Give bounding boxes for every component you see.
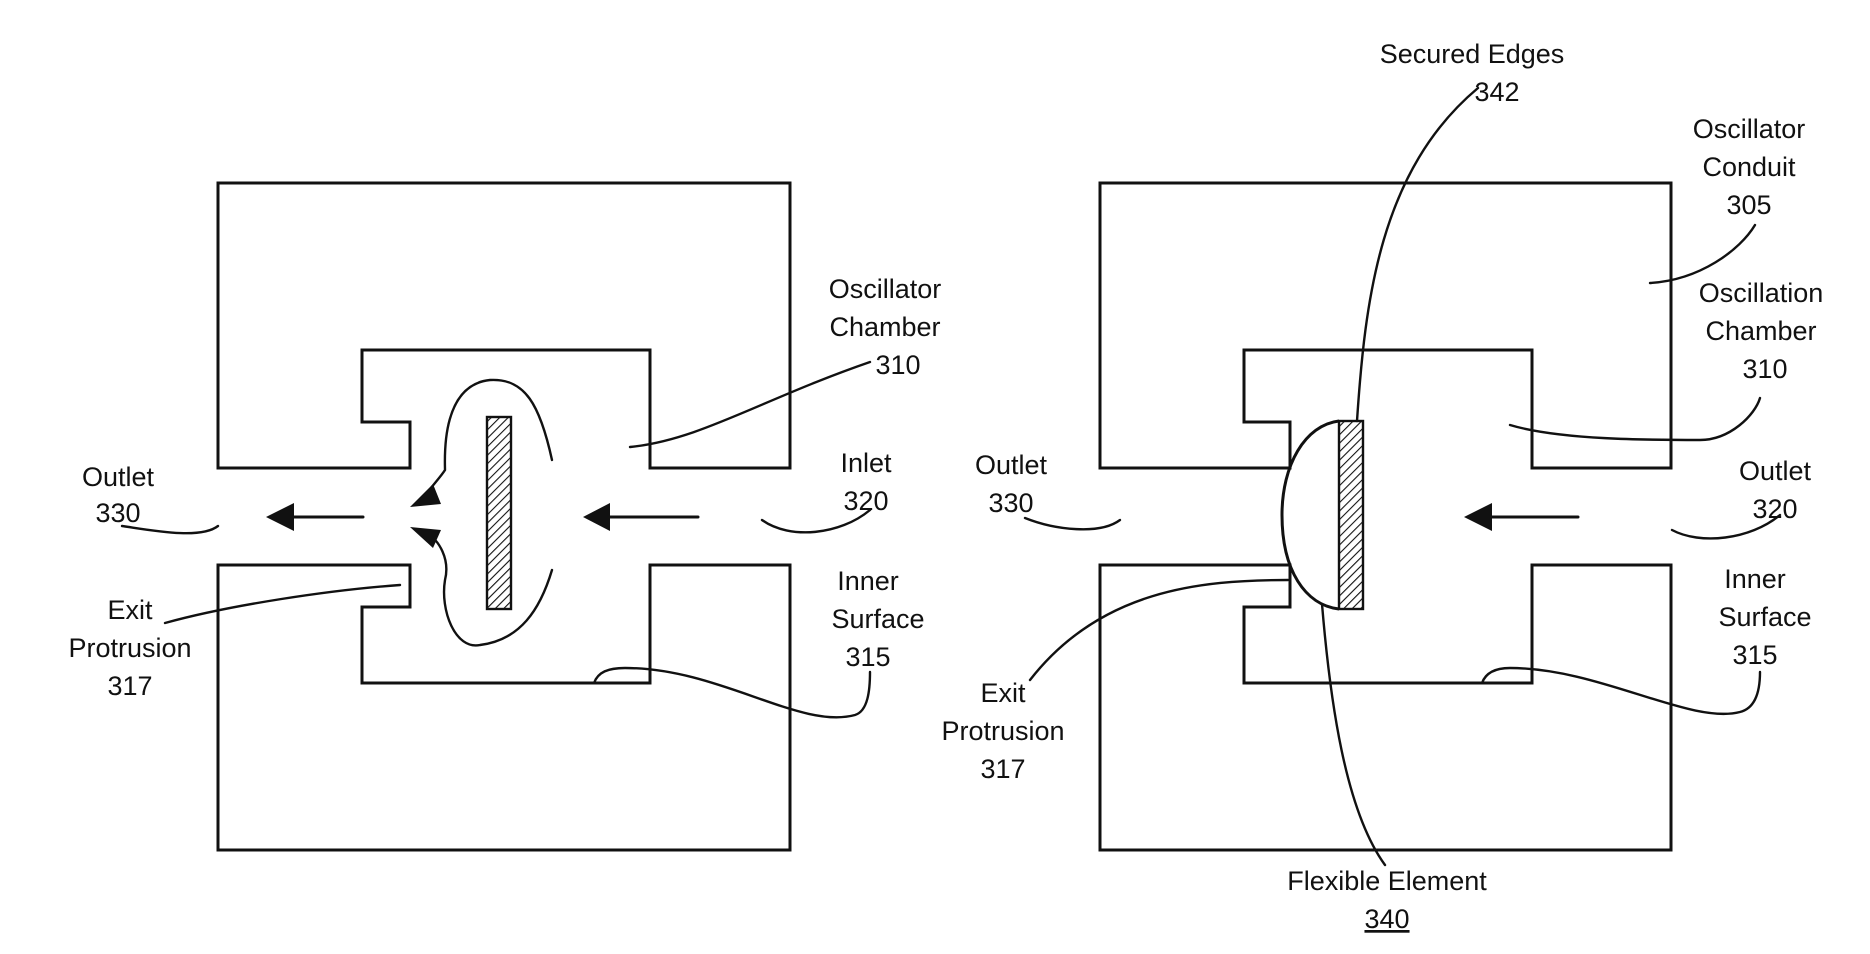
arrow-left-icon	[1464, 503, 1492, 531]
left-inner-surface-leader	[592, 666, 872, 719]
arrow-left-icon	[410, 527, 441, 548]
label-oscillation-chamber: Oscillation	[1699, 278, 1824, 308]
label-outlet-right-number: 320	[1752, 494, 1797, 524]
left-outlet-leader	[120, 524, 220, 535]
left-figure	[120, 181, 872, 852]
label-oscillation-chamber-number: 310	[1742, 354, 1787, 384]
right-conduit-leader	[1648, 223, 1757, 285]
label-exit-protrusion-number: 317	[107, 671, 152, 701]
label-inlet: Inlet	[840, 448, 892, 478]
label-inner-surface-2: Surface	[831, 604, 924, 634]
left-inlet-leader	[760, 508, 872, 534]
right-outlet-right-leader	[1670, 513, 1782, 540]
label-oscillator-conduit-number: 305	[1726, 190, 1771, 220]
left-deflection-flow-curve	[423, 378, 554, 647]
label-outlet: Outlet	[82, 462, 155, 492]
label-inner-surface: Inner	[837, 566, 899, 596]
left-chamber-leader	[628, 360, 872, 449]
label-outlet-left: Outlet	[975, 450, 1048, 480]
left-exit-protrusion-leader	[163, 583, 402, 625]
right-flexible-element-bulge	[1280, 419, 1340, 611]
label-secured-edges: Secured Edges	[1380, 39, 1565, 69]
label-inner-surface-right-number: 315	[1732, 640, 1777, 670]
right-figure	[1023, 86, 1782, 867]
label-inner-surface-right-2: Surface	[1718, 602, 1811, 632]
label-outlet-right: Outlet	[1739, 456, 1812, 486]
right-lower-housing	[1098, 563, 1673, 852]
arrow-left-icon	[266, 503, 294, 531]
right-flexible-element-bar	[1337, 419, 1365, 611]
right-outlet-left-leader	[1023, 516, 1122, 531]
right-inner-surface-leader	[1480, 666, 1762, 716]
left-upper-housing	[216, 181, 792, 470]
label-outlet-number: 330	[95, 498, 140, 528]
right-exit-protrusion-leader	[1028, 578, 1290, 682]
label-exit-protrusion-2: Protrusion	[68, 633, 191, 663]
label-oscillator-conduit-2: Conduit	[1702, 152, 1796, 182]
label-oscillator-conduit: Oscillator	[1693, 114, 1806, 144]
label-inlet-number: 320	[843, 486, 888, 516]
label-oscillator-chamber-2: Chamber	[829, 312, 940, 342]
label-flexible-element: Flexible Element	[1287, 866, 1487, 896]
label-exit-protrusion-right-2: Protrusion	[941, 716, 1064, 746]
right-flexible-element-leader	[1320, 602, 1387, 867]
label-oscillator-chamber: Oscillator	[829, 274, 942, 304]
right-chamber-leader	[1508, 396, 1762, 442]
label-exit-protrusion-right-number: 317	[980, 754, 1025, 784]
left-lower-housing	[216, 563, 792, 852]
arrow-left-icon	[583, 503, 610, 531]
label-outlet-left-number: 330	[988, 488, 1033, 518]
right-upper-housing	[1098, 181, 1673, 470]
arrow-left-icon	[410, 484, 441, 507]
label-exit-protrusion-right: Exit	[980, 678, 1026, 708]
label-inner-surface-number: 315	[845, 642, 890, 672]
label-oscillator-chamber-number: 310	[875, 350, 920, 380]
label-flexible-element-number: 340	[1364, 904, 1409, 934]
left-labels: Outlet 330 Inlet 320 Oscillator Chamber …	[68, 274, 941, 701]
right-secured-edges-leader	[1355, 86, 1480, 423]
label-inner-surface-right: Inner	[1724, 564, 1786, 594]
label-secured-edges-number: 342	[1474, 77, 1519, 107]
right-labels: Secured Edges 342 Oscillator Conduit 305…	[941, 39, 1823, 934]
label-exit-protrusion: Exit	[107, 595, 153, 625]
label-oscillation-chamber-2: Chamber	[1705, 316, 1816, 346]
left-vibrating-element	[485, 415, 513, 611]
